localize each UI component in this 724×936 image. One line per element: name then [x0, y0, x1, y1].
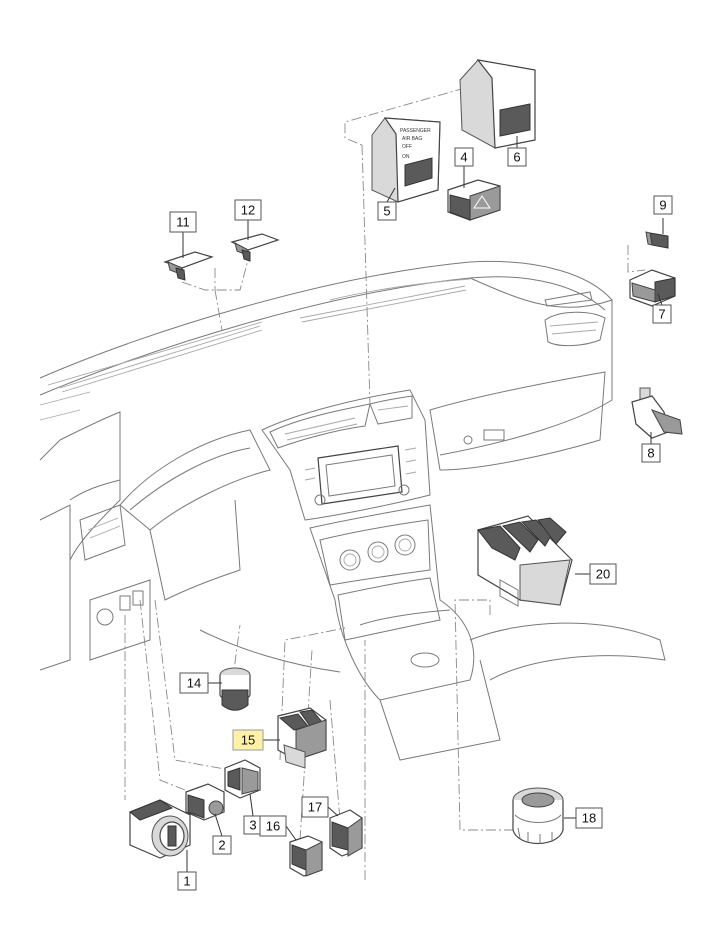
- callout-1[interactable]: 1: [177, 871, 197, 891]
- callout-3[interactable]: 3: [243, 815, 263, 835]
- callout-8-label: 8: [647, 446, 654, 461]
- callout-18[interactable]: 18: [575, 807, 603, 829]
- dashboard-illustration: [39, 260, 666, 761]
- airbag-text-on: ON: [402, 154, 410, 160]
- callout-20-label: 20: [596, 567, 610, 582]
- callout-7[interactable]: 7: [652, 304, 672, 324]
- callout-20[interactable]: 20: [589, 563, 617, 585]
- airbag-text-airbag: AIR BAG: [402, 136, 422, 142]
- callout-8[interactable]: 8: [641, 443, 661, 463]
- airbag-text-passenger: PASSENGER: [400, 128, 431, 134]
- part-1-light-switch: [129, 799, 191, 859]
- part-2-rotary-knob: [185, 783, 225, 821]
- callout-9[interactable]: 9: [653, 195, 673, 215]
- callout-6-label: 6: [513, 150, 520, 165]
- callout-15-label: 15: [241, 733, 255, 748]
- callout-1-label: 1: [183, 874, 190, 889]
- part-8-sensor: [631, 387, 683, 439]
- callout-17-label: 17: [308, 800, 322, 815]
- part-9-small-insert: [645, 231, 669, 249]
- callout-5-label: 5: [383, 204, 390, 219]
- callout-18-label: 18: [582, 811, 596, 826]
- callout-15[interactable]: 15: [232, 729, 264, 751]
- callout-4-label: 4: [460, 150, 467, 165]
- callout-5[interactable]: 5: [377, 201, 397, 221]
- callout-11-label: 11: [176, 215, 190, 230]
- callout-17[interactable]: 17: [301, 796, 329, 818]
- part-7-usb-socket: [629, 269, 676, 307]
- callout-9-label: 9: [659, 198, 666, 213]
- part-4-hazard-switch: [447, 179, 501, 221]
- callout-12[interactable]: 12: [234, 199, 262, 221]
- callout-4[interactable]: 4: [454, 147, 474, 167]
- callout-2[interactable]: 2: [212, 835, 232, 855]
- callout-11[interactable]: 11: [169, 211, 197, 233]
- part-16-button: [289, 835, 323, 877]
- callout-12-label: 12: [241, 203, 255, 218]
- part-6-blank-cover: [459, 59, 536, 149]
- callout-2-label: 2: [218, 838, 225, 853]
- part-12-clip-cover: [230, 233, 280, 262]
- part-15-switch-unit: [277, 707, 327, 769]
- part-18-rotary-controller: [512, 787, 564, 844]
- callout-6[interactable]: 6: [507, 147, 527, 167]
- part-3-small-switch: [224, 759, 261, 799]
- callout-16[interactable]: 16: [259, 815, 287, 837]
- callout-leaders: [182, 136, 664, 872]
- part-11-clip-cover: [163, 251, 214, 281]
- callout-3-label: 3: [249, 818, 256, 833]
- callout-14[interactable]: 14: [179, 672, 209, 694]
- callout-7-label: 7: [658, 307, 665, 322]
- part-14-start-button: [219, 667, 251, 711]
- part-20-switch-module: [477, 515, 573, 607]
- part-17-button: [329, 809, 363, 857]
- callout-14-label: 14: [187, 676, 201, 691]
- part-5-airbag-indicator: PASSENGER AIR BAG OFF ON: [371, 117, 441, 203]
- airbag-text-off: OFF: [402, 144, 412, 150]
- callout-16-label: 16: [266, 819, 280, 834]
